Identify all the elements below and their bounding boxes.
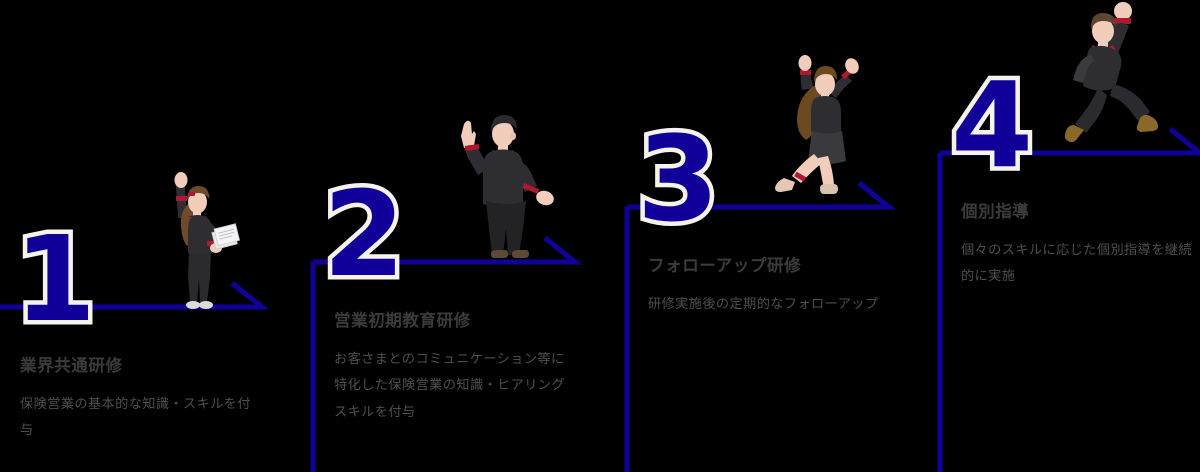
step-3-description: 研修実施後の定期的なフォローアップ xyxy=(648,296,879,311)
step-3-text-block: フォローアップ研修 研修実施後の定期的なフォローアップ xyxy=(648,252,880,317)
step-4-arrowhead xyxy=(1168,127,1200,156)
jumping-woman-arms-raised-icon xyxy=(775,55,859,194)
step-1-text-block: 業界共通研修 保険営業の基本的な知識・スキルを付与 xyxy=(20,352,252,444)
step-2-description: お客さまとのコミュニケーション等に特化した保険営業の知識・ヒアリングスキルを付与 xyxy=(334,351,565,419)
step-2-arrowhead xyxy=(543,236,583,265)
step-4-description: 個々のスキルに応じた個別指導を継続的に実施 xyxy=(961,242,1192,284)
standing-woman-with-documents-icon xyxy=(174,172,241,309)
leaping-man-fist-raised-icon xyxy=(1064,2,1159,143)
step-3-title: フォローアップ研修 xyxy=(648,257,802,275)
step-1-title: 業界共通研修 xyxy=(20,357,123,375)
step-1-description: 保険営業の基本的な知識・スキルを付与 xyxy=(20,396,251,438)
step-2-title: 営業初期教育研修 xyxy=(334,312,471,330)
step-4-number: 4 xyxy=(946,56,1037,194)
step-3-arrowhead xyxy=(857,181,897,210)
standing-man-pointing-up-icon xyxy=(461,115,554,258)
step-4-title: 個別指導 xyxy=(961,203,1030,221)
step-2-number: 2 xyxy=(318,165,409,303)
step-3-number: 3 xyxy=(632,110,723,248)
step-1-number: 1 xyxy=(9,210,100,348)
step-4-text-block: 個別指導 個々のスキルに応じた個別指導を継続的に実施 xyxy=(961,198,1193,290)
step-1-arrowhead xyxy=(230,281,270,310)
step-2-text-block: 営業初期教育研修 お客さまとのコミュニケーション等に特化した保険営業の知識・ヒア… xyxy=(334,307,566,425)
